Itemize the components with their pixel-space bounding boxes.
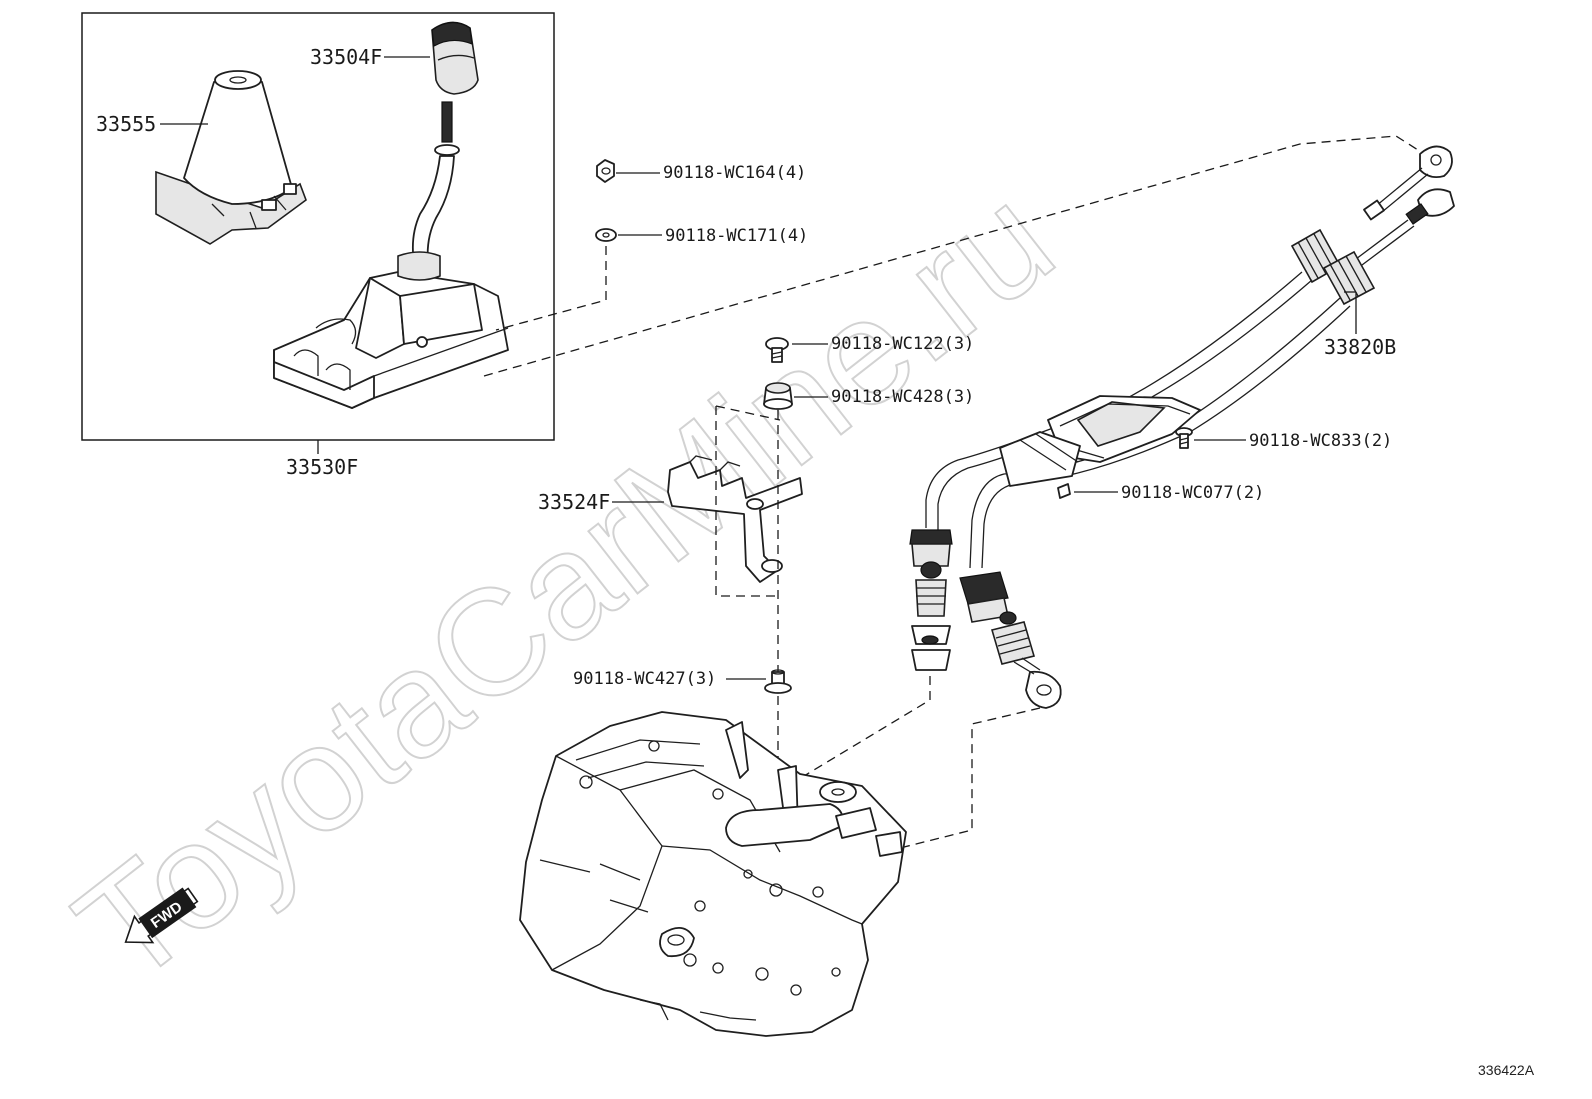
bolt-90118-wc833[interactable]: [1175, 427, 1193, 449]
cable-bracket-33524F[interactable]: [667, 455, 803, 583]
shift-knob[interactable]: [431, 21, 479, 95]
label-33504F: 33504F: [310, 45, 382, 69]
washer-90118-wc171[interactable]: [595, 228, 617, 242]
label-90118-wc427: 90118-WC427(3): [573, 669, 716, 689]
label-90118-wc077: 90118-WC077(2): [1121, 483, 1264, 503]
bolt-90118-wc122[interactable]: [765, 337, 789, 363]
nut-90118-wc164[interactable]: [596, 159, 615, 183]
label-90118-wc428: 90118-WC428(3): [831, 387, 974, 407]
label-33820B: 33820B: [1324, 335, 1396, 359]
manual-transmission[interactable]: [519, 711, 907, 1037]
label-90118-wc833: 90118-WC833(2): [1249, 431, 1392, 451]
shift-boot[interactable]: [155, 70, 307, 245]
shift-lever-rod: [411, 101, 460, 263]
label-33555: 33555: [96, 112, 156, 136]
label-33524F: 33524F: [538, 490, 610, 514]
collar-90118-wc427[interactable]: [764, 669, 792, 694]
reference-code: 336422A: [1478, 1062, 1535, 1078]
label-33530F: 33530F: [286, 455, 358, 479]
clip-90118-wc077[interactable]: [1057, 483, 1071, 499]
grommet-90118-wc428[interactable]: [763, 382, 793, 410]
label-90118-wc122: 90118-WC122(3): [831, 334, 974, 354]
label-90118-wc164: 90118-WC164(4): [663, 163, 806, 183]
shift-base-housing[interactable]: [273, 251, 509, 409]
shift-cable-assembly[interactable]: [909, 145, 1455, 709]
label-90118-wc171: 90118-WC171(4): [665, 226, 808, 246]
